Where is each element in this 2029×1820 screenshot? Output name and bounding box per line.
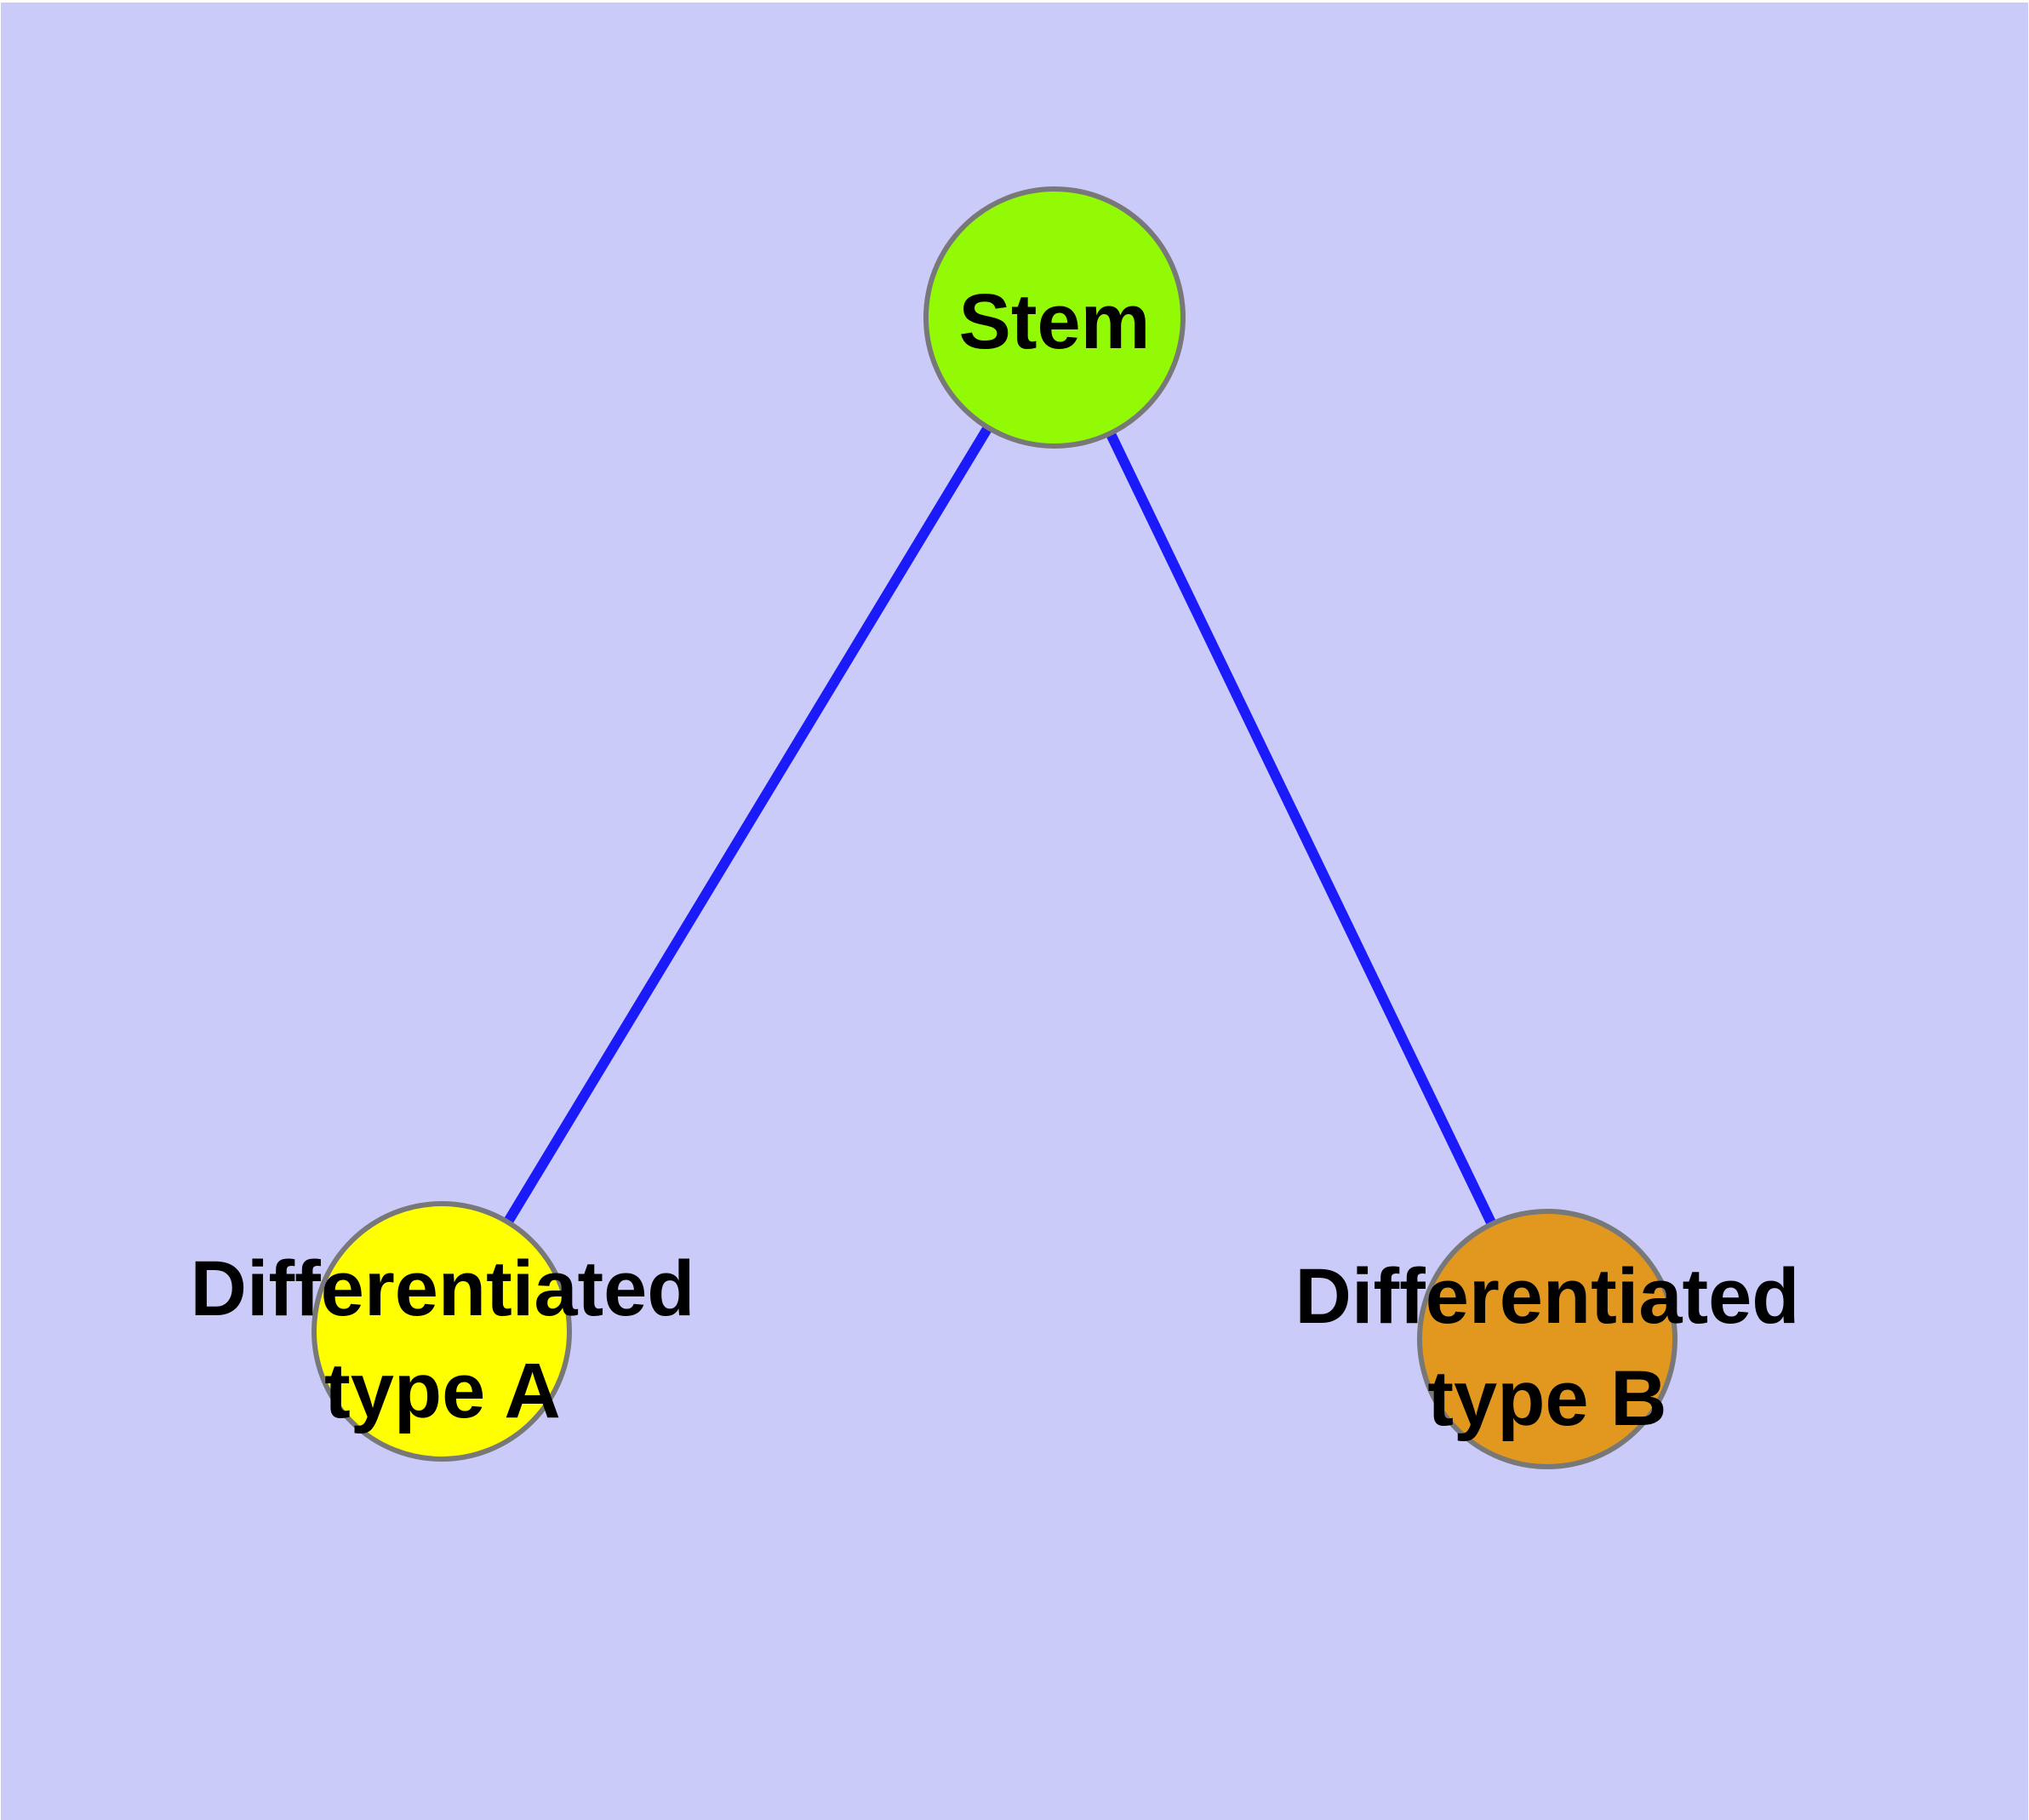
node-stem [923, 186, 1186, 449]
edge-layer [437, 314, 1552, 1342]
node-differentiated-type-a-label-line2: type A [324, 1348, 561, 1434]
node-differentiated-type-b-label-line1: Differentiated [1295, 1253, 1800, 1340]
node-stem-label: Stem [959, 278, 1151, 365]
node-differentiated-type-a [311, 1201, 572, 1462]
edge-stem-to-differentiated-type-b [1049, 315, 1552, 1342]
label-layer: Stem Differentiated type A Differentiate… [191, 278, 1800, 1442]
node-layer [311, 186, 1677, 1469]
node-differentiated-type-a-label-line1: Differentiated [191, 1245, 695, 1332]
edge-stem-to-differentiated-type-a [437, 314, 1060, 1335]
node-differentiated-type-b [1417, 1209, 1677, 1469]
node-differentiated-type-b-label-line2: type B [1427, 1355, 1666, 1442]
